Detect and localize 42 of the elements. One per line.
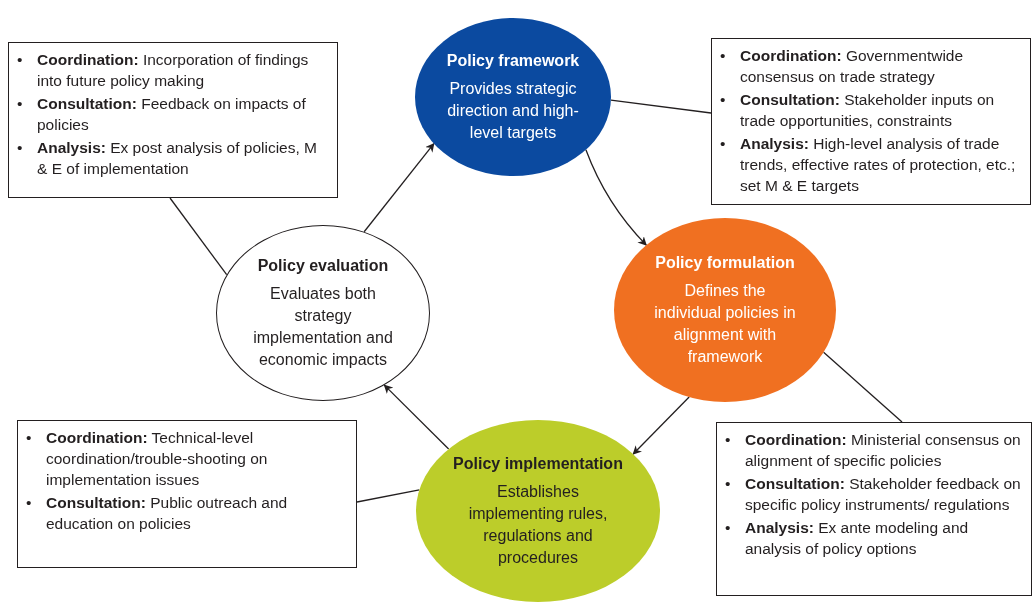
- bullet-text: Consultation: Feedback on impacts of policies: [37, 94, 307, 135]
- bullet-mark: •: [725, 474, 732, 494]
- bullet-mark: •: [720, 46, 727, 66]
- stage-title: Policy implementation: [453, 454, 623, 474]
- bullet-mark: •: [720, 134, 727, 154]
- bullet-text: Coordination: Ministerial consensus on alignment of specific policies: [745, 430, 1022, 471]
- connector-line: [169, 197, 228, 276]
- bullet-mark: •: [17, 138, 24, 158]
- connector-line: [610, 99, 712, 114]
- connector-line: [356, 489, 420, 503]
- bullet-text: Analysis: Ex post analysis of policies, M & E of implementation: [37, 138, 318, 179]
- stage-title: Policy formulation: [655, 253, 795, 273]
- stage-title: Policy framework: [446, 51, 580, 71]
- stage-title: Policy evaluation: [257, 256, 389, 276]
- bullet-mark: •: [17, 50, 24, 70]
- bullet-text: Coordination: Incorporation of findings into future policy making: [37, 50, 310, 91]
- bullet-text: Consultation: Public outreach and education on policies: [46, 493, 289, 534]
- bullet-text: Consultation: Stakeholder inputs on trade opportunities, constraints: [740, 90, 996, 131]
- stage-description: Provides strategic direction and high-level targets: [446, 79, 580, 143]
- arrow: [383, 384, 450, 450]
- stage-description: Establishes implementing rules, regulations and procedures: [467, 482, 609, 568]
- bullet-text: Consultation: Stakeholder feedback on specific policy instruments/ regulations: [745, 474, 1022, 515]
- bullet-mark: •: [26, 428, 33, 448]
- bullet-text: Coordination: Technical-level coordination/trouble-shooting on implementation issues: [46, 428, 269, 490]
- arrow: [363, 142, 435, 233]
- stage-description: Evaluates both strategy implementation and economic impacts: [252, 284, 394, 370]
- note-box: [716, 422, 1032, 596]
- bullet-text: Coordination: Governmentwide consensus on trade strategy: [740, 46, 965, 87]
- bullet-text: Analysis: High-level analysis of trade trends, effective rates of protection, etc.; set M & E targets: [740, 134, 1017, 196]
- arrow: [632, 396, 690, 455]
- stage-description: Defines the individual policies in alignment with framework: [653, 281, 797, 367]
- arrow: [585, 149, 647, 246]
- note-box: [711, 38, 1031, 205]
- bullet-mark: •: [725, 518, 732, 538]
- connector-line: [822, 351, 903, 423]
- bullet-mark: •: [26, 493, 33, 513]
- bullet-mark: •: [720, 90, 727, 110]
- note-box: [8, 42, 338, 198]
- bullet-text: Analysis: Ex ante modeling and analysis of policy options: [745, 518, 970, 559]
- note-box: [17, 420, 357, 568]
- bullet-mark: •: [725, 430, 732, 450]
- bullet-mark: •: [17, 94, 24, 114]
